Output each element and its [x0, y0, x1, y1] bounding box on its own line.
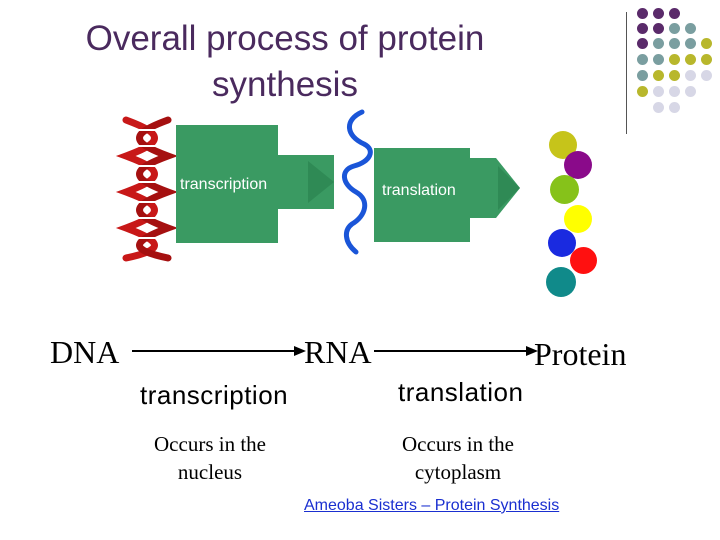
dot: [669, 38, 680, 49]
dot: [685, 70, 696, 81]
dot: [669, 8, 680, 19]
dna-to-rna-arrow: [132, 346, 306, 356]
amino-acid-ball: [570, 247, 597, 274]
dot: [685, 38, 696, 49]
dot: [685, 54, 696, 65]
dot: [701, 70, 712, 81]
dot: [637, 23, 648, 34]
dot: [685, 86, 696, 97]
dot: [653, 54, 664, 65]
dot: [637, 38, 648, 49]
transcription-arrow: [176, 125, 334, 243]
dot: [637, 86, 648, 97]
dot: [669, 86, 680, 97]
dot: [637, 54, 648, 65]
dot: [701, 54, 712, 65]
nucleus-note-line-1: Occurs in the: [154, 432, 266, 456]
dot: [653, 102, 664, 113]
protein-label: Protein: [534, 336, 627, 372]
dna-label: DNA: [50, 334, 120, 370]
amino-acid-ball: [546, 267, 576, 297]
nucleus-note: Occurs in the nucleus: [130, 430, 290, 486]
dot: [669, 102, 680, 113]
dot: [669, 23, 680, 34]
dot: [653, 38, 664, 49]
amino-acid-ball: [564, 151, 592, 179]
translation-arrow: [374, 148, 520, 242]
transcription-step-label: transcription: [140, 380, 289, 410]
dot: [669, 70, 680, 81]
cytoplasm-note-line-2: cytoplasm: [414, 460, 502, 484]
nucleus-note-line-2: nucleus: [177, 460, 243, 484]
title-line-1: Overall process of protein: [85, 19, 485, 58]
dot: [653, 70, 664, 81]
cytoplasm-note-line-1: Occurs in the: [402, 432, 514, 456]
translation-box-label: translation: [382, 182, 456, 199]
dot: [685, 23, 696, 34]
translation-step-label: translation: [398, 377, 524, 407]
rna-to-protein-arrow: [374, 346, 538, 356]
page-title: Overall process of protein synthesis: [60, 16, 510, 108]
dot: [653, 86, 664, 97]
amino-acid-ball: [564, 205, 592, 233]
transcription-box-label: transcription: [180, 176, 268, 193]
amino-acid-ball: [550, 175, 579, 204]
protein-chain-illustration: [540, 125, 620, 305]
dot: [637, 8, 648, 19]
rna-strand-illustration: [342, 109, 373, 255]
dot: [701, 38, 712, 49]
title-line-2: synthesis: [212, 65, 358, 104]
dot: [669, 54, 680, 65]
rna-label: RNA: [304, 334, 372, 370]
corner-divider-line: [626, 12, 627, 134]
ameoba-sisters-video-link[interactable]: Ameoba Sisters – Protein Synthesis: [304, 497, 560, 514]
cytoplasm-note: Occurs in the cytoplasm: [378, 430, 538, 486]
dot: [637, 70, 648, 81]
dna-helix-illustration: [115, 116, 179, 262]
dot: [653, 8, 664, 19]
dot: [653, 23, 664, 34]
